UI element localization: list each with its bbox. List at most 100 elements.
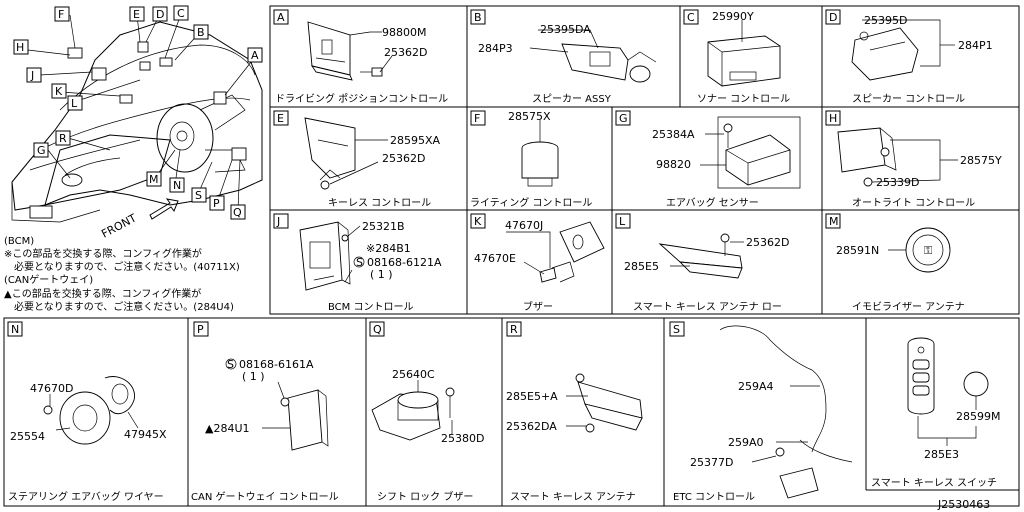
section-letter: M <box>829 215 839 228</box>
notes: (BCM) ※この部品を交換する際、コンフィグ作業が 必要となりますので、ご注意… <box>4 236 240 313</box>
part-number: 25640C <box>392 368 435 381</box>
bcm-note-line1: ※この部品を交換する際、コンフィグ作業が <box>4 247 202 260</box>
part-number: 25395D <box>864 14 907 27</box>
section-c[interactable]: C 25990Y ソナー コントロール <box>683 9 790 105</box>
part-number: 47670J <box>505 219 543 232</box>
section-l[interactable]: L 25362D 285E5 スマート キーレス アンテナ ロー <box>615 213 789 313</box>
section-caption: キーレス コントロール <box>328 198 431 209</box>
section-q[interactable]: Q 25640C 25380D シフト ロック ブザー <box>369 321 484 503</box>
section-caption: ドライビング ポジションコントロール <box>275 92 448 105</box>
callout-h: H <box>16 41 24 54</box>
part-number: 28591N <box>836 244 879 257</box>
section-d[interactable]: D 25395D 284P1 スピーカー コントロール <box>825 9 993 105</box>
section-letter: L <box>619 215 626 228</box>
part-number: 28595XA <box>390 134 441 147</box>
section-p[interactable]: P S 08168-6161A ( 1 ) ▲284U1 CAN ゲートウェイ … <box>191 321 339 503</box>
part-number: ▲284U1 <box>205 422 250 435</box>
part-number: 47670D <box>30 382 73 395</box>
callout-g: G <box>37 144 46 157</box>
part-number: 47670E <box>474 252 516 265</box>
part-number: 25377D <box>690 456 733 469</box>
section-s[interactable]: S 259A4 259A0 25377D ETC コントロール <box>669 321 853 503</box>
section-caption: ブザー <box>523 300 553 313</box>
callout-p: P <box>213 197 220 210</box>
part-number: 28575X <box>508 110 551 123</box>
section-letter: B <box>474 11 482 24</box>
part-number: 47945X <box>124 428 167 441</box>
section-h[interactable]: H 28575Y 25339D オートライト コントロール <box>825 110 1002 209</box>
screw-symbol: S <box>356 256 363 269</box>
part-number: 284P3 <box>478 42 513 55</box>
section-letter: R <box>510 323 518 336</box>
section-j[interactable]: J 25321B ※284B1 S 08168-6121A ( 1 ) BCM … <box>273 213 442 313</box>
part-qty: ( 1 ) <box>370 268 393 281</box>
part-number: 285E3 <box>924 448 959 461</box>
part-number: 98800M <box>382 26 426 39</box>
part-number: 259A4 <box>738 380 774 393</box>
part-number: 285E5+A <box>506 390 558 403</box>
callout-s: S <box>195 189 202 202</box>
part-number: 284P1 <box>958 39 993 52</box>
section-caption: スピーカー コントロール <box>852 93 965 105</box>
callout-n: N <box>173 179 181 192</box>
section-caption: ライティング コントロール <box>470 196 592 209</box>
part-number: 08168-6161A <box>239 358 314 371</box>
section-letter: A <box>277 11 285 24</box>
section-caption: シフト ロック ブザー <box>377 490 473 503</box>
part-number: 25395DA <box>540 23 591 36</box>
drawing-number: J2530463 <box>937 498 990 511</box>
section-caption: スマート キーレス アンテナ ロー <box>633 301 782 313</box>
grid <box>3 5 1020 507</box>
callout-a: A <box>251 49 259 62</box>
callout-e: E <box>133 8 140 21</box>
section-caption: BCM コントロール <box>328 302 413 313</box>
callout-q: Q <box>233 206 242 219</box>
section-caption: エアバッグ センサー <box>666 196 759 209</box>
part-number: 25554 <box>10 430 45 443</box>
section-letter: F <box>474 112 480 125</box>
part-number: ※284B1 <box>366 242 411 255</box>
section-f[interactable]: F 28575X ライティング コントロール <box>470 110 592 209</box>
part-number: 28575Y <box>960 154 1002 167</box>
section-letter: H <box>829 112 837 125</box>
section-letter: D <box>829 11 837 24</box>
callout-r: R <box>59 132 67 145</box>
section-n[interactable]: N 47670D 25554 47945X ステアリング エアバッグ ワイヤー <box>7 321 167 503</box>
section-a[interactable]: A 98800M 25362D ドライビング ポジションコントロール <box>273 9 448 105</box>
section-caption: スマート キーレス アンテナ <box>510 491 636 503</box>
section-caption: ソナー コントロール <box>697 93 790 105</box>
section-letter: K <box>474 215 482 228</box>
section-r[interactable]: R 285E5+A 25362DA スマート キーレス アンテナ <box>506 321 643 503</box>
part-number: 25362DA <box>506 420 557 433</box>
section-b[interactable]: B 25395DA 284P3 スピーカー ASSY <box>470 9 657 105</box>
section-letter: Q <box>373 323 382 336</box>
part-number: 28599M <box>956 410 1000 423</box>
section-m[interactable]: M ⚿ 28591N イモビライザー アンテナ <box>825 213 965 313</box>
section-caption: ETC コントロール <box>673 492 755 503</box>
section-letter: P <box>197 323 204 336</box>
part-number: 25321B <box>362 220 405 233</box>
part-number: 25384A <box>652 128 695 141</box>
part-number: 25362D <box>382 152 425 165</box>
section-caption: イモビライザー アンテナ <box>852 301 965 313</box>
section-letter: N <box>11 323 19 336</box>
part-number: 259A0 <box>728 436 764 449</box>
section-caption: スピーカー ASSY <box>532 93 612 105</box>
section-k[interactable]: K 47670J 47670E ブザー <box>470 213 605 313</box>
section-g[interactable]: G 25384A 98820 エアバッグ センサー <box>615 110 801 209</box>
callout-l: L <box>71 97 78 110</box>
callout-j: J <box>30 69 34 82</box>
part-number: 25339D <box>876 176 919 189</box>
callout-b: B <box>197 26 205 39</box>
section-letter: C <box>687 11 695 24</box>
section-e[interactable]: E 28595XA 25362D キーレス コントロール <box>273 110 441 209</box>
overview-illustration <box>11 13 263 223</box>
part-number: 98820 <box>656 158 691 171</box>
section-smart-key-switch[interactable]: 28599M 285E3 スマート キーレス スイッチ <box>871 337 1000 489</box>
can-note-line2: 必要となりますので、ご注意ください。(284U4) <box>14 300 234 313</box>
section-letter: E <box>277 112 284 125</box>
section-caption: スマート キーレス スイッチ <box>871 477 997 489</box>
callout-f: F <box>58 8 64 21</box>
section-letter: G <box>619 112 628 125</box>
